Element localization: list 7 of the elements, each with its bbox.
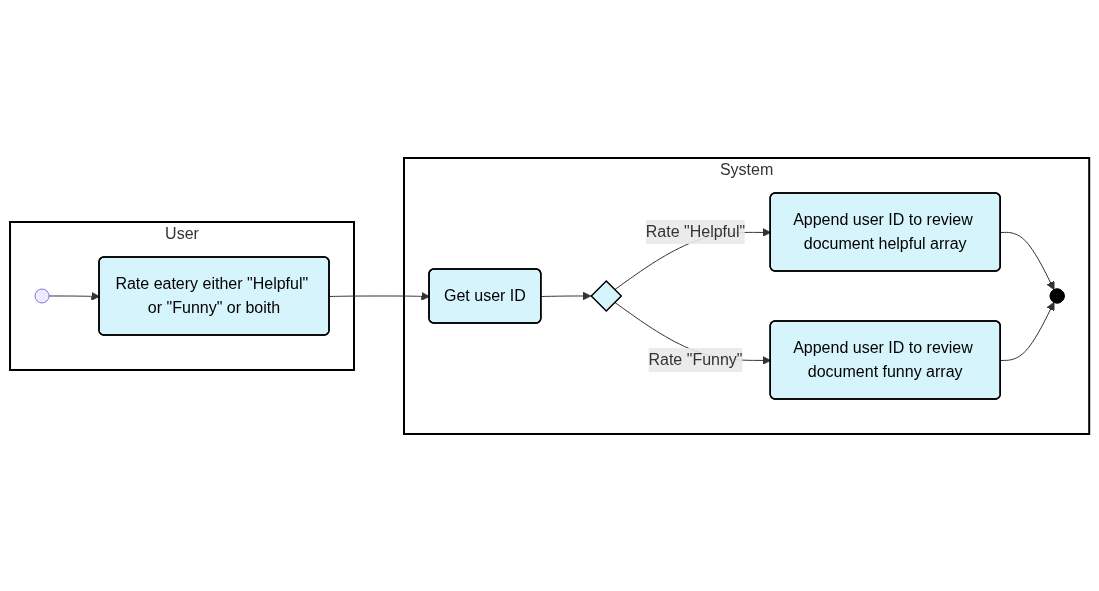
arrow	[1000, 231, 1055, 290]
arrow	[1000, 301, 1055, 361]
edge-label: Rate "Helpful"	[645, 222, 746, 240]
node-circle	[34, 288, 50, 303]
node-diamond	[590, 279, 623, 312]
edge-label: Rate "Funny"	[648, 350, 743, 368]
arrow	[540, 291, 592, 300]
